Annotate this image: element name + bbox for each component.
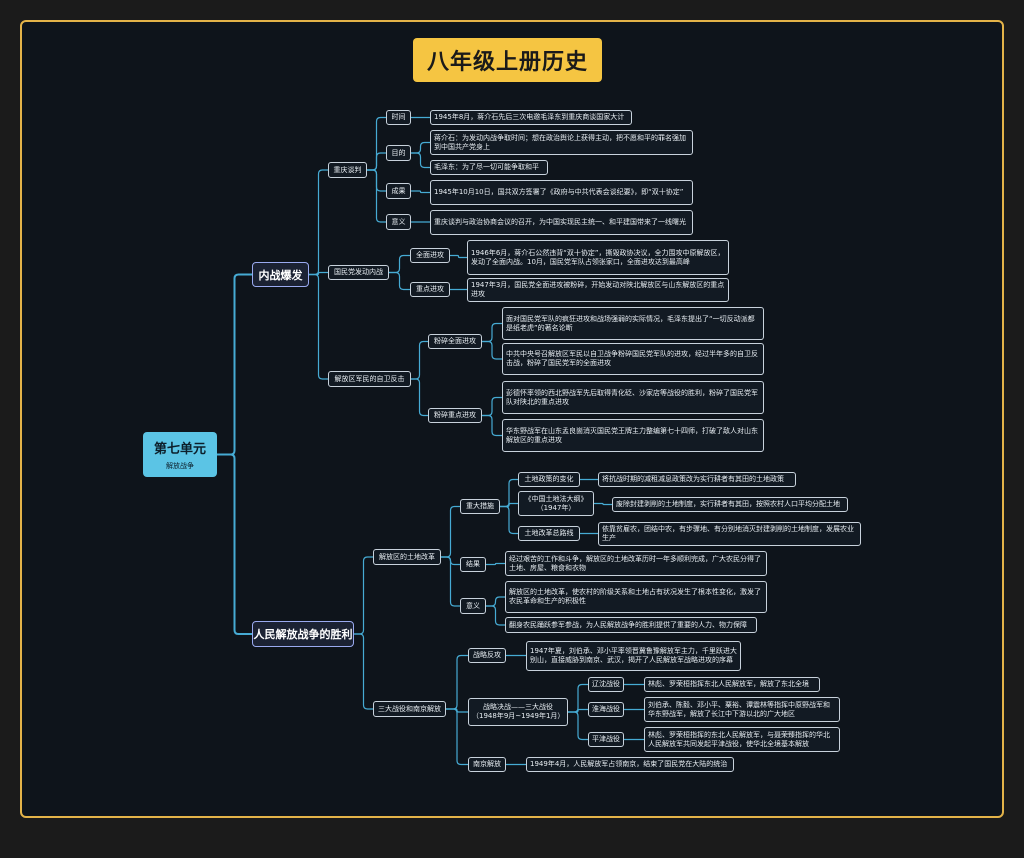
note-box: 依靠贫雇农，团结中农，有步骤地、有分别地消灭封建剥削的土地制度，发展农业生产 — [598, 522, 861, 546]
note-box: 面对国民党军队的疯狂进攻和战场强弱的实际情况，毛泽东提出了“一切反动派都是纸老虎… — [502, 307, 764, 340]
connector-line — [411, 190, 430, 194]
subtopic-crush-full-scale-attack: 粉碎全面进攻 — [428, 334, 482, 349]
connector-line — [411, 378, 428, 417]
connector-line — [446, 654, 468, 710]
connector-line — [446, 708, 468, 766]
connector-line — [594, 502, 612, 506]
note-box: 毛泽东：为了尽一切可能争取和平 — [430, 160, 548, 175]
note-box: 华东野战军在山东孟良崮消灭国民党王牌主力整编第七十四师，打破了敌人对山东解放区的… — [502, 419, 764, 452]
connector-line — [486, 605, 505, 626]
connector-line — [389, 271, 410, 291]
subtopic-purpose: 目的 — [386, 145, 411, 161]
subtopic-strategic-decisive-battles: 战略决战——三大战役 （1948年9月~1949年1月） — [468, 698, 568, 726]
subtopic-liaoshen-campaign: 辽沈战役 — [588, 677, 624, 692]
connector-line — [411, 141, 430, 154]
subtopic-major-measures: 重大措施 — [460, 499, 500, 514]
connector-line — [309, 273, 328, 380]
connector-line — [354, 633, 373, 710]
note-box: 翻身农民踊跃参军参战，为人民解放战争的胜利提供了重要的人力、物力保障 — [505, 617, 757, 633]
connector-line — [486, 562, 505, 566]
note-box: 1949年4月，人民解放军占领南京，结束了国民党在大陆的统治 — [526, 757, 734, 772]
subtopic-land-law-outline: 《中国土地法大纲》 （1947年） — [518, 491, 594, 516]
connector-line — [411, 152, 430, 169]
root-topic: 第七单元 解放战争 — [143, 432, 217, 477]
connector-line — [450, 254, 467, 259]
subtopic-crush-key-point-attack: 粉碎重点进攻 — [428, 408, 482, 423]
note-box: 重庆谈判与政治协商会议的召开，为中国实现民主统一、和平建国带来了一线曙光 — [430, 210, 693, 235]
subtopic-nanjing-liberation: 南京解放 — [468, 757, 506, 772]
map-title: 八年级上册历史 — [413, 38, 602, 82]
note-box: 经过艰苦的工作和斗争，解放区的土地改革历时一年多顺利完成，广大农民分得了土地、房… — [505, 551, 767, 576]
connector-line — [217, 453, 252, 635]
subtopic-time: 时间 — [386, 110, 411, 125]
connector-line — [568, 711, 588, 741]
note-box: 刘伯承、陈毅、邓小平、粟裕、谭震林等指挥中原野战军和华东野战军，解放了长江中下游… — [644, 697, 840, 722]
connector-line — [354, 556, 373, 635]
topic-land-reform: 解放区的土地改革 — [373, 549, 441, 565]
note-box: 1945年10月10日，国共双方签署了《政府与中共代表会谈纪要》，即“双十协定” — [430, 180, 693, 205]
note-box: 彭德怀率领的西北野战军先后取得青化砭、沙家店等战役的胜利，粉碎了国民党军队对陕北… — [502, 381, 764, 414]
note-box: 林彪、罗荣桓指挥的东北人民解放军，与聂荣臻指挥的华北人民解放军共同发起平津战役，… — [644, 727, 840, 752]
connector-line — [482, 322, 502, 343]
topic-three-campaigns-nanjing: 三大战役和南京解放 — [373, 701, 446, 717]
subtopic-significance: 意义 — [460, 598, 486, 614]
note-box: 1947年3月，国民党全面进攻被粉碎，开始发动对陕北解放区与山东解放区的重点进攻 — [467, 278, 729, 302]
connector-line — [500, 505, 518, 535]
subtopic-result: 成果 — [386, 183, 411, 199]
subtopic-significance: 意义 — [386, 214, 411, 230]
connector-line — [500, 502, 518, 508]
note-box: 1947年夏，刘伯承、邓小平率领晋冀鲁豫解放军主力，千里跃进大别山，直接威胁到南… — [526, 641, 741, 671]
note-box: 1946年6月，蒋介石公然违背“双十协定”，撕毁政协决议，全力围攻中原解放区，发… — [467, 240, 729, 275]
subtopic-strategic-counteroffensive: 战略反攻 — [468, 648, 506, 663]
branch-liberation-war-victory: 人民解放战争的胜利 — [252, 621, 354, 647]
connector-line — [441, 556, 460, 607]
subtopic-key-point-attack: 重点进攻 — [410, 282, 450, 297]
branch-civil-war-outbreak: 内战爆发 — [252, 262, 309, 287]
subtopic-pingjin-campaign: 平津战役 — [588, 732, 624, 747]
root-title: 第七单元 — [153, 442, 206, 457]
connector-line — [309, 271, 328, 276]
connector-line — [482, 414, 502, 437]
connector-line — [411, 340, 428, 380]
note-box: 蒋介石：为发动内战争取时间；想在政治舆论上获得主动，把不愿和平的罪名强加到中国共… — [430, 130, 693, 155]
connector-line — [568, 683, 588, 713]
subtopic-full-scale-attack: 全面进攻 — [410, 248, 450, 263]
connector-line — [500, 478, 518, 508]
note-box: 林彪、罗荣桓指挥东北人民解放军，解放了东北全境 — [644, 677, 820, 692]
subtopic-huaihai-campaign: 淮海战役 — [588, 702, 624, 717]
connector-line — [568, 708, 588, 713]
note-box: 将抗战时期的减租减息政策改为实行耕者有其田的土地政策 — [598, 472, 796, 487]
topic-chongqing-negotiation: 重庆谈判 — [328, 162, 367, 178]
subtopic-land-reform-general-line: 土地改革总路线 — [518, 526, 580, 541]
connector-line — [309, 169, 328, 276]
connector-line — [486, 596, 505, 607]
note-box: 废除封建剥削的土地制度，实行耕者有其田，按照农村人口平均分配土地 — [612, 497, 848, 512]
connector-line — [389, 254, 410, 274]
connector-line — [367, 169, 386, 223]
connector-line — [441, 505, 460, 558]
note-box: 1945年8月，蒋介石先后三次电邀毛泽东到重庆商谈国家大计 — [430, 110, 632, 125]
connector-line — [482, 396, 502, 417]
connector-line — [367, 152, 386, 171]
connector-line — [217, 273, 252, 456]
subtopic-land-policy-change: 土地政策的变化 — [518, 472, 580, 487]
root-subtitle: 解放战争 — [166, 462, 194, 470]
note-box: 中共中央号召解放区军民以自卫战争粉碎国民党军队的进攻，经过半年多的自卫反击战，粉… — [502, 343, 764, 375]
note-box: 解放区的土地改革，使农村的阶级关系和土地占有状况发生了根本性变化，激发了农民革命… — [505, 581, 767, 613]
connector-line — [482, 340, 502, 360]
subtopic-outcome: 结果 — [460, 557, 486, 572]
topic-kmt-launches-civil-war: 国民党发动内战 — [328, 265, 389, 280]
topic-self-defense-counterattack: 解放区军民的自卫反击 — [328, 371, 411, 387]
